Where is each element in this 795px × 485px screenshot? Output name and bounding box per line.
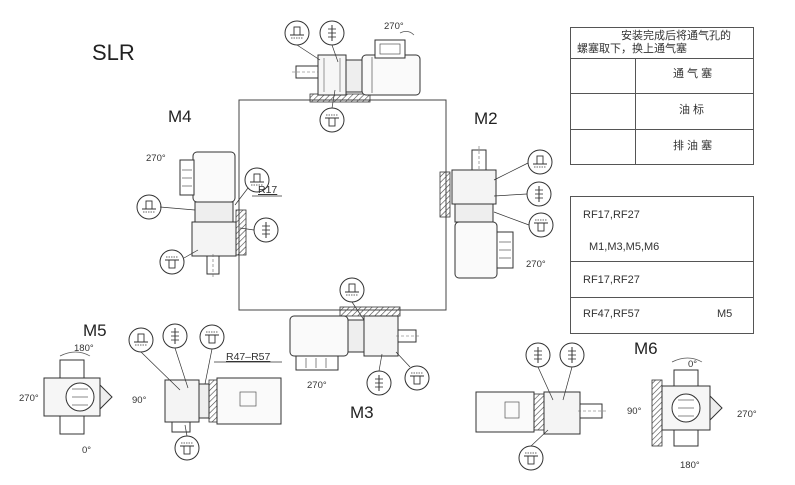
m3-gear-motor-icon	[289, 306, 420, 371]
drain-plug-icon	[319, 107, 345, 133]
m5-end-view-icon	[43, 359, 113, 435]
m4-gear-motor-icon	[179, 151, 247, 278]
oil-gauge-icon	[526, 181, 552, 207]
legend-table: 安装完成后将通气孔的 螺塞取下，换上通气塞 通 气 塞 油 标 排 油 塞	[570, 27, 754, 165]
angle-m6-left: 90°	[627, 406, 642, 417]
drain-plug-icon	[159, 249, 185, 275]
angle-m6-right: 270°	[737, 409, 757, 420]
mount-label-m3: M3	[350, 403, 374, 422]
mount-label-m6: M6	[634, 339, 658, 358]
oil-gauge-icon	[253, 217, 279, 243]
vent-plug-icon	[284, 20, 310, 46]
angle-m2: 270°	[526, 259, 546, 270]
angle-m6-top: 0°	[688, 359, 698, 370]
drain-plug-icon	[199, 324, 225, 350]
legend-note-line1: 安装完成后将通气孔的	[621, 30, 731, 42]
angle-m3: 270°	[307, 380, 327, 391]
angle-m5-mid: 90°	[132, 395, 147, 406]
angle-m5-left: 270°	[19, 393, 39, 404]
model-table: RF17,RF27 M1,M3,M5,M6 RF17,RF27 RF47,RF5…	[570, 196, 754, 334]
vent-plug-icon	[128, 327, 154, 353]
vent-plug-icon	[136, 194, 162, 220]
m5-side-view-icon	[164, 377, 282, 433]
annotation-r17: R17	[258, 184, 278, 196]
central-frame	[238, 99, 447, 311]
legend-row-drain-plug: 排 油 塞	[673, 140, 713, 152]
oil-gauge-icon	[162, 323, 188, 349]
oil-gauge-icon	[366, 370, 392, 396]
mount-label-m5: M5	[83, 321, 107, 340]
angle-top: 270°	[384, 21, 404, 32]
drain-plug-icon	[518, 445, 544, 471]
angle-m5-top: 180°	[74, 343, 94, 354]
drain-plug-icon	[528, 212, 554, 238]
mount-label-m2: M2	[474, 109, 498, 128]
vent-plug-icon	[527, 149, 553, 175]
m2-gear-motor-icon	[439, 146, 514, 279]
model-row1-label: RF17,RF27	[583, 209, 640, 221]
drain-plug-icon	[174, 435, 200, 461]
legend-note-line2: 螺塞取下，换上通气塞	[577, 43, 687, 55]
angle-m6-bottom: 180°	[680, 460, 700, 471]
drain-plug-icon	[404, 365, 430, 391]
annotation-r47-r57: R47–R57	[226, 351, 271, 363]
m6-side-view-icon	[475, 391, 606, 435]
model-row3-note: M5	[717, 308, 733, 320]
model-row3-label: RF47,RF57	[583, 308, 640, 320]
legend-row-oil-gauge: 油 标	[679, 104, 705, 116]
oil-gauge-icon	[525, 342, 551, 368]
m6-end-view-icon	[651, 369, 723, 447]
top-gear-motor-icon	[292, 39, 421, 103]
oil-gauge-icon	[319, 20, 345, 46]
model-row2-label: RF17,RF27	[583, 274, 640, 286]
vent-plug-icon	[339, 277, 365, 303]
page-title: SLR	[92, 40, 135, 65]
legend-row-vent-plug: 通 气 塞	[673, 68, 713, 80]
model-row1-sub: M1,M3,M5,M6	[589, 241, 660, 253]
angle-m4: 270°	[146, 153, 166, 164]
angle-m5-bottom: 0°	[82, 445, 92, 456]
oil-gauge-icon	[559, 342, 585, 368]
mount-label-m4: M4	[168, 107, 192, 126]
